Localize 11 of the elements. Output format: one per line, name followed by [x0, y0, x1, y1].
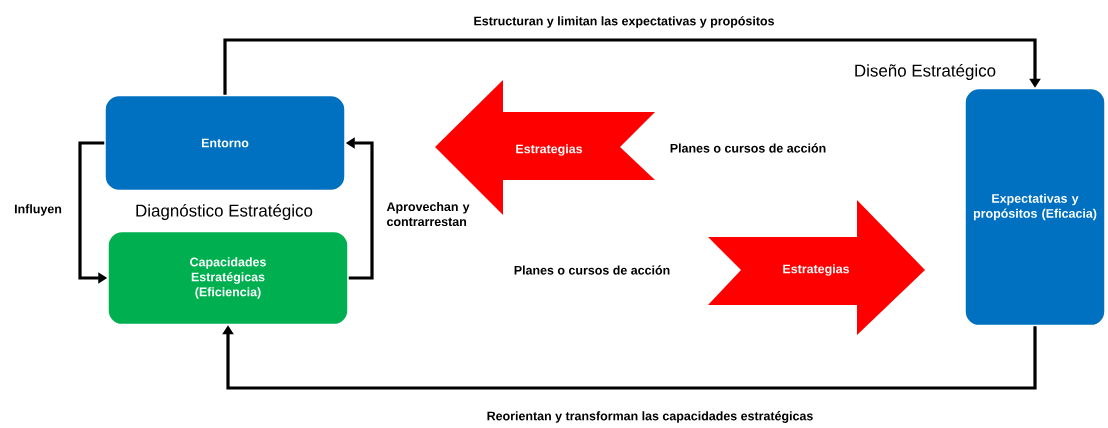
edge-label: Reorientan y transforman las capacidades estratégicas: [487, 411, 813, 423]
process-box: Entorno: [104, 94, 346, 192]
section-title: Diagnóstico Estratégico: [136, 204, 313, 220]
edge-label: Influyen: [14, 204, 62, 216]
caption-text: Planes o cursos de acción: [514, 265, 670, 275]
process-box: Capacidades Estratégicas (Eficiencia): [107, 230, 349, 326]
section-title: Diseño Estratégico: [855, 64, 996, 80]
caption-text: Planes o cursos de acción: [670, 143, 826, 153]
edge-label: Estructuran y limitan las expectativas y propósitos: [474, 16, 774, 28]
process-box: Expectativas y propósitos (Eficacia): [964, 87, 1106, 327]
connector-arrow: [223, 38, 1041, 95]
